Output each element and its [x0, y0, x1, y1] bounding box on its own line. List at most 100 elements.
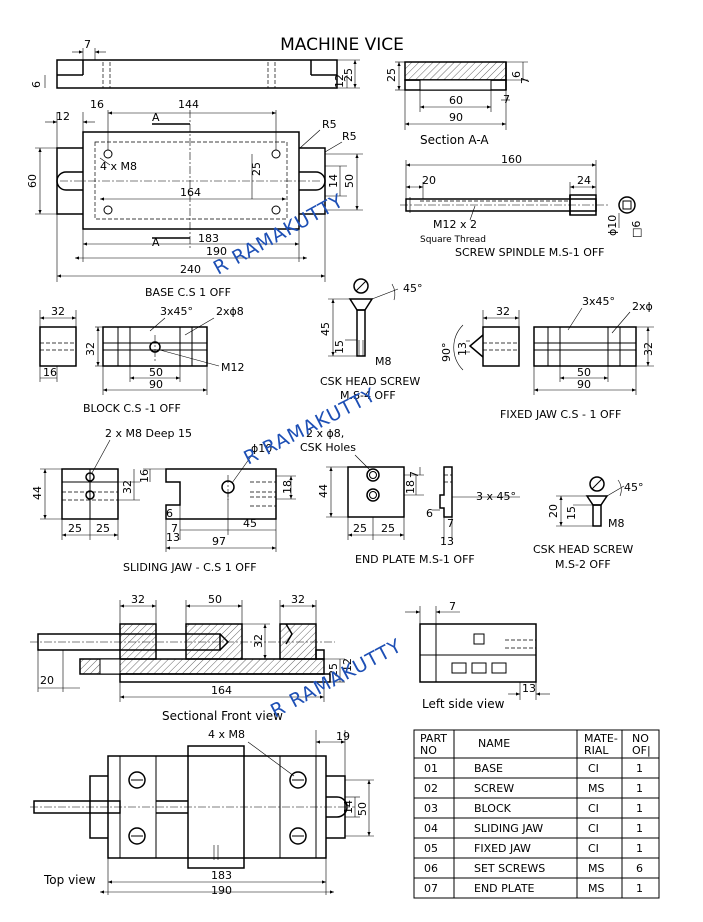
dim-base-25: 25	[250, 162, 263, 176]
label-sliding-jaw: SLIDING JAW - C.S 1 OFF	[123, 561, 257, 574]
dim-tv-19: 19	[336, 730, 350, 743]
dim-base-60: 60	[26, 174, 39, 188]
dim-block-50: 50	[149, 366, 163, 379]
label-sectional-front: Sectional Front view	[162, 709, 283, 723]
dim-base-50: 50	[343, 174, 356, 188]
table-cell: MS	[588, 862, 604, 875]
dim-base-16: 16	[90, 98, 104, 111]
dim-base-144: 144	[178, 98, 199, 111]
label-base: BASE C.S 1 OFF	[145, 286, 231, 299]
top-view: 4 x M8 19 14 50 183 190 Top view	[30, 728, 374, 897]
table-cell: CI	[588, 762, 599, 775]
table-cell: FIXED JAW	[474, 842, 531, 855]
label-csk-screw-1: CSK HEAD SCREW	[320, 375, 420, 388]
dim-fj-32b: 32	[642, 342, 655, 356]
table-cell: 6	[636, 862, 643, 875]
dim-ep-25a: 25	[353, 522, 367, 535]
dim-base-12: 12	[56, 110, 70, 123]
table-cell: 1	[636, 842, 643, 855]
note-sj-2xm8: 2 x M8 Deep 15	[105, 427, 192, 440]
table-cell: 1	[636, 822, 643, 835]
dim-spindle-20: 20	[422, 174, 436, 187]
dim-csk1-15: 15	[333, 340, 346, 354]
table-cell: 1	[636, 762, 643, 775]
note-fj-2phi: 2xϕ	[632, 300, 653, 313]
dim-spindle-24: 24	[577, 174, 591, 187]
table-cell: 1	[636, 782, 643, 795]
dim-sj-18: 18	[281, 480, 294, 494]
table-cell: END PLATE	[474, 882, 535, 895]
note-block-chamfer: 3x45°	[160, 305, 193, 318]
table-cell: 1	[636, 882, 643, 895]
dim-aa-6: 6	[510, 71, 523, 78]
dim-base-14: 14	[327, 174, 340, 188]
table-header-cell: PART	[420, 732, 447, 745]
table-cell: MS	[588, 882, 604, 895]
dim-fj-50: 50	[577, 366, 591, 379]
fixed-jaw-view: 32 90° 13 3x45° 2xϕ 32 50 90 FIXED JAW C…	[440, 295, 655, 421]
dim-csk2-20: 20	[547, 504, 560, 518]
table-header-cell: NAME	[478, 737, 510, 750]
dim-sj-32: 32	[121, 480, 134, 494]
label-end-plate: END PLATE M.S-1 OFF	[355, 553, 475, 566]
table-header-cell: OF|	[632, 744, 651, 757]
dim-r5-a: R5	[322, 118, 337, 131]
dim-spindle-160: 160	[501, 153, 522, 166]
dim-sf-25: 25	[327, 663, 340, 677]
dim-spindle-sq6: □6	[630, 221, 643, 238]
dim-base-164: 164	[180, 186, 201, 199]
dim-ep-6: 6	[426, 507, 433, 520]
dim-ep-7: 7	[408, 471, 421, 478]
table-header-cell: RIAL	[584, 744, 609, 757]
dim-base-183: 183	[198, 232, 219, 245]
watermark-1: R RAMAKUTTY	[210, 190, 348, 280]
drawing-title: MACHINE VICE	[280, 35, 404, 55]
dim-base-190: 190	[206, 245, 227, 258]
label-fixed-jaw: FIXED JAW C.S - 1 OFF	[500, 408, 621, 421]
dim-aa-90: 90	[449, 111, 463, 124]
dim-sj-7: 7	[171, 522, 178, 535]
dim-sf-12: 12	[341, 658, 354, 672]
dim-r5-b: R5	[342, 130, 357, 143]
dim-base-240: 240	[180, 263, 201, 276]
csk-screw-2-view: 45° 20 15 M8 CSK HEAD SCREW M.S-2 OFF	[533, 476, 644, 571]
label-csk-screw-2-qty: M.S-2 OFF	[555, 558, 611, 571]
block-view: 32 16 32 3x45° 2xϕ8 M12 50 90 BLOCK C.S …	[39, 305, 245, 415]
dim-sj-97: 97	[212, 535, 226, 548]
dim-ls-7: 7	[449, 600, 456, 613]
dim-tv-14: 14	[342, 800, 355, 814]
table-cell: 1	[636, 802, 643, 815]
dim-sf-20: 20	[40, 674, 54, 687]
dim-block-32b: 32	[84, 342, 97, 356]
table-cell: 02	[424, 782, 438, 795]
dim-tv-50: 50	[356, 802, 369, 816]
section-mark-a-top: A	[152, 111, 160, 124]
label-screw-spindle: SCREW SPINDLE M.S-1 OFF	[455, 246, 605, 259]
label-section-aa: Section A-A	[420, 133, 489, 147]
section-aa-view: 25 60 90 6 7 7 Section A-A	[385, 61, 532, 147]
dim-sj-44: 44	[31, 486, 44, 500]
dim-sf-32b: 32	[291, 593, 305, 606]
table-header-cell: MATE-	[584, 732, 618, 745]
note-ep-2phi8: 2 x ϕ8,	[306, 427, 344, 440]
dim-block-32: 32	[51, 305, 65, 318]
note-sj-phi10: ϕ10	[251, 442, 272, 455]
dim-spindle-phi10: ϕ10	[606, 215, 619, 236]
table-header-cell: NO	[420, 744, 437, 757]
table-cell: 03	[424, 802, 438, 815]
base-plan-view: 12 16 144 A A 4 x M8 164 25 60 R5 R5 14 …	[26, 98, 363, 299]
dim-7: 7	[84, 38, 91, 51]
table-cell: CI	[588, 802, 599, 815]
dim-sj-25b: 25	[96, 522, 110, 535]
table-cell: BLOCK	[474, 802, 512, 815]
csk-screw-1-view: 45° 45 15 M8 CSK HEAD SCREW M.S-4 OFF	[319, 278, 423, 402]
label-csk-screw-1-qty: M.S-4 OFF	[340, 389, 396, 402]
note-fj-chamfer: 3x45°	[582, 295, 615, 308]
dim-sj-13: 13	[166, 531, 180, 544]
dim-ls-13: 13	[522, 682, 536, 695]
note-m12x2: M12 x 2	[433, 218, 477, 231]
dim-fj-90deg: 90°	[440, 343, 453, 363]
